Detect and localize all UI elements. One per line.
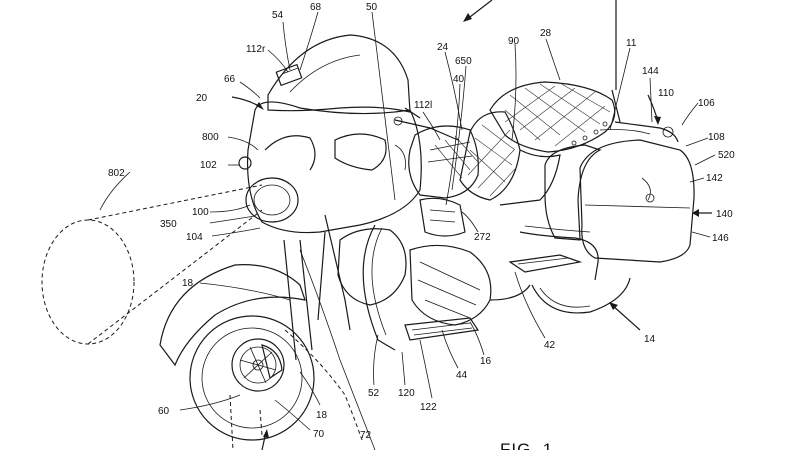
saddlebag-left <box>544 144 602 241</box>
ref-28: 28 <box>540 28 552 39</box>
handlebar <box>393 107 459 141</box>
ref-122: 122 <box>420 402 437 413</box>
rear-wheel <box>531 277 631 314</box>
windshield <box>267 34 411 113</box>
ref-142: 142 <box>706 173 723 184</box>
frame-down-tube <box>324 214 351 331</box>
floorboard <box>404 254 583 341</box>
ref-40: 40 <box>453 74 465 85</box>
ref-110: 110 <box>658 88 674 99</box>
ref-50: 50 <box>366 2 378 13</box>
ref-102: 102 <box>200 160 217 171</box>
ref-90: 90 <box>508 36 520 47</box>
ref-68: 68 <box>310 2 322 13</box>
arrow-bottom-left <box>261 429 269 450</box>
ref-802: 802 <box>108 168 125 179</box>
arrow-110 <box>647 94 661 125</box>
ref-104: 104 <box>186 232 203 243</box>
ref-100: 100 <box>192 207 209 218</box>
ref-112r: 112r <box>246 44 266 55</box>
ref-800: 800 <box>202 132 219 143</box>
leader-lines <box>99 11 716 431</box>
ref-42: 42 <box>544 340 556 351</box>
fig-arrow-top <box>463 0 493 22</box>
ref-24: 24 <box>437 42 449 53</box>
ref-520: 520 <box>718 150 735 161</box>
mirror-mount <box>275 63 303 87</box>
ref-140: 140 <box>716 209 733 220</box>
ref-272: 272 <box>474 232 491 243</box>
ref-44: 44 <box>456 370 468 381</box>
arrow-140 <box>692 209 712 217</box>
exhaust <box>489 284 531 301</box>
saddlebag-right <box>579 139 695 263</box>
ref-108: 108 <box>708 132 725 143</box>
arrow-14 <box>609 302 641 331</box>
ref-11: 11 <box>626 38 637 49</box>
fairing <box>246 101 422 234</box>
ref-112l: 112l <box>414 100 432 111</box>
ref-18-upper: 18 <box>182 278 194 289</box>
engine <box>337 197 492 326</box>
figure-caption: FIG. 1 <box>500 440 553 450</box>
arrow-20 <box>231 96 264 110</box>
brake-zone-dashed <box>229 329 363 450</box>
ref-120: 120 <box>398 388 415 399</box>
ref-52: 52 <box>368 388 380 399</box>
sensing-zone-802 <box>41 184 263 345</box>
ref-66: 66 <box>224 74 236 85</box>
front-wheel <box>189 315 315 441</box>
ref-106: 106 <box>698 98 715 109</box>
ref-20: 20 <box>196 93 208 104</box>
rear-guard-rail <box>519 225 599 281</box>
engine-guard <box>362 224 396 351</box>
front-fender <box>159 264 306 367</box>
reference-labels: 54 68 50 112r 66 20 800 102 802 100 350 … <box>108 2 735 441</box>
ref-54: 54 <box>272 10 284 21</box>
ref-350: 350 <box>160 219 177 230</box>
ref-18-lower: 18 <box>316 410 328 421</box>
seat <box>459 81 616 206</box>
ref-72: 72 <box>360 430 372 441</box>
ref-144: 144 <box>642 66 659 77</box>
trunk-rack <box>599 121 679 143</box>
ref-14: 14 <box>644 334 656 345</box>
headlight-assembly <box>238 156 299 223</box>
fuel-tank <box>408 125 479 199</box>
ref-16: 16 <box>480 356 492 367</box>
ref-70: 70 <box>313 429 325 440</box>
front-fork <box>283 231 326 361</box>
brake-line <box>299 249 376 450</box>
ref-650: 650 <box>455 56 472 67</box>
ref-146: 146 <box>712 233 729 244</box>
ref-60: 60 <box>158 406 170 417</box>
